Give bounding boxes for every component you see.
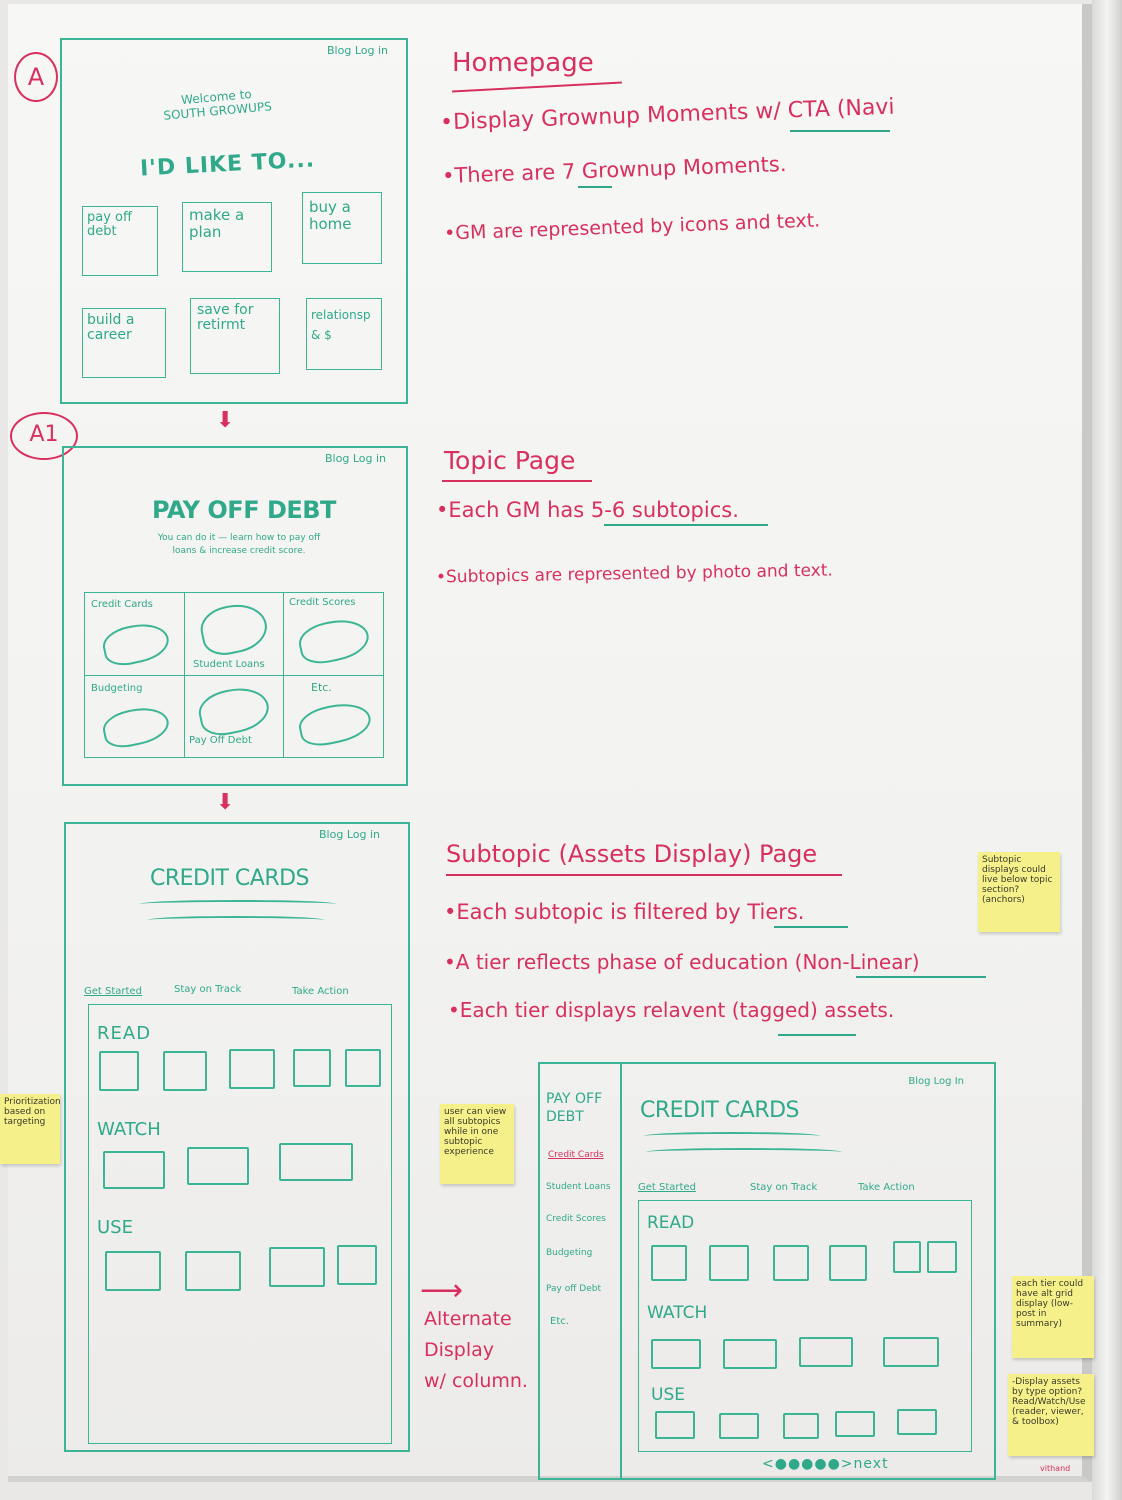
down-arrow-icon: ⬇ xyxy=(216,790,235,815)
asset-panel: READ WATCH USE xyxy=(88,1004,392,1444)
welcome-text: Welcome to SOUTH GROWUPS xyxy=(162,86,273,123)
subtopic-page-title: Subtopic (Assets Display) Page xyxy=(446,840,818,868)
wavy-line xyxy=(140,900,336,908)
topic-page-title: Topic Page xyxy=(444,446,576,475)
homepage-title: Homepage xyxy=(452,48,594,78)
cell-student-loans: Student Loans xyxy=(193,659,265,670)
topic-wireframe: Blog Log in PAY OFF DEBT You can do it —… xyxy=(62,446,408,786)
section-read: READ xyxy=(647,1213,695,1233)
topic-bullet: •Each GM has 5-6 subtopics. xyxy=(436,498,739,522)
alternate-display-label: Alternate Display w/ column. xyxy=(424,1308,528,1392)
tab-get-started: Get Started xyxy=(638,1182,696,1193)
cell-etc: Etc. xyxy=(311,681,332,694)
whiteboard-frame xyxy=(1092,0,1122,1500)
side-item: Etc. xyxy=(550,1316,569,1327)
subtopic-bullet: •Each tier displays relavent (tagged) as… xyxy=(448,998,895,1022)
photo-placeholder xyxy=(196,598,272,660)
tab-take-action: Take Action xyxy=(292,986,349,997)
tile-build-a-career: build a career xyxy=(82,308,166,378)
side-item: Budgeting xyxy=(546,1248,593,1258)
sticky-note: Subtopic displays could live below topic… xyxy=(978,852,1060,932)
cell-pay-off-debt: Pay Off Debt xyxy=(189,735,252,746)
photo-placeholder xyxy=(99,702,173,752)
sticky-note: -Display assets by type option? Read/Wat… xyxy=(1008,1374,1094,1456)
photo-placeholder xyxy=(195,682,273,740)
tile-make-a-plan: make a plan xyxy=(182,202,272,272)
subtopic-bullet: •A tier reflects phase of education (Non… xyxy=(444,950,920,974)
tab-stay-on-track: Stay on Track xyxy=(174,984,242,995)
homepage-heading: I'D LIKE TO... xyxy=(139,147,316,182)
photo-placeholder xyxy=(99,618,173,670)
tab-get-started: Get Started xyxy=(84,986,142,997)
topic-heading: PAY OFF DEBT xyxy=(152,496,336,524)
subtopic-heading: CREDIT CARDS xyxy=(150,866,310,891)
side-item: Student Loans xyxy=(546,1182,611,1192)
right-arrow-icon: ⟶ xyxy=(420,1273,464,1308)
wavy-line xyxy=(644,1132,820,1140)
section-use: USE xyxy=(651,1385,685,1405)
tab-stay-on-track: Stay on Track xyxy=(750,1182,818,1193)
tile-pay-off-debt: pay off debt xyxy=(82,206,158,276)
section-watch: WATCH xyxy=(647,1303,708,1323)
sticky-note: Prioritization based on targeting xyxy=(0,1094,61,1164)
photo-placeholder xyxy=(295,697,375,751)
subtopic-grid: Credit Cards Student Loans Credit Scores… xyxy=(84,592,384,758)
topic-subheading: You can do it — learn how to pay off loa… xyxy=(157,533,321,556)
tile-buy-a-home: buy a home xyxy=(302,192,382,264)
cell-budgeting: Budgeting xyxy=(91,683,143,694)
cell-credit-scores: Credit Scores xyxy=(289,597,356,608)
cell-credit-cards: Credit Cards xyxy=(91,599,153,610)
blog-login-text: Blog Log in xyxy=(325,452,386,465)
sticky-note: each tier could have alt grid display (l… xyxy=(1012,1276,1094,1358)
subtopic-bullet: •Each subtopic is filtered by Tiers. xyxy=(444,900,805,924)
side-item: Pay off Debt xyxy=(546,1284,602,1294)
photo-placeholder xyxy=(295,614,373,668)
marker-brand: vithand xyxy=(1040,1464,1071,1473)
tab-take-action: Take Action xyxy=(858,1182,915,1193)
pager: <●●●●●>next xyxy=(762,1456,889,1472)
asset-panel: READ WATCH USE xyxy=(638,1200,972,1452)
wavy-line xyxy=(148,916,324,924)
tile-save-for-retirement: save for retirmt xyxy=(190,298,280,374)
side-item-active: Credit Cards xyxy=(548,1150,604,1160)
label-a1: A1 xyxy=(10,412,78,460)
label-a: A xyxy=(14,52,58,102)
blog-login-text: Blog Log In xyxy=(908,1076,964,1087)
alt-heading: CREDIT CARDS xyxy=(640,1098,800,1123)
blog-login-text: Blog Log in xyxy=(319,828,380,841)
section-use: USE xyxy=(97,1217,133,1238)
wavy-line xyxy=(646,1148,842,1156)
down-arrow-icon: ⬇ xyxy=(216,408,235,433)
sticky-note: user can view all subtopics while in one… xyxy=(440,1104,514,1184)
tile-relationships-money: relationsp & $ xyxy=(306,298,382,370)
section-watch: WATCH xyxy=(97,1119,161,1140)
blog-login-text: Blog Log in xyxy=(327,44,388,57)
whiteboard xyxy=(8,4,1092,1482)
side-column-title: PAY OFF DEBT xyxy=(546,1091,603,1125)
side-item: Credit Scores xyxy=(546,1214,606,1224)
section-read: READ xyxy=(97,1023,152,1044)
homepage-wireframe: Blog Log in Welcome to SOUTH GROWUPS I'D… xyxy=(60,38,408,404)
subtopic-wireframe: Blog Log in CREDIT CARDS Get Started Sta… xyxy=(64,822,410,1452)
alternate-wireframe: PAY OFF DEBT Credit Cards Student Loans … xyxy=(538,1062,996,1480)
